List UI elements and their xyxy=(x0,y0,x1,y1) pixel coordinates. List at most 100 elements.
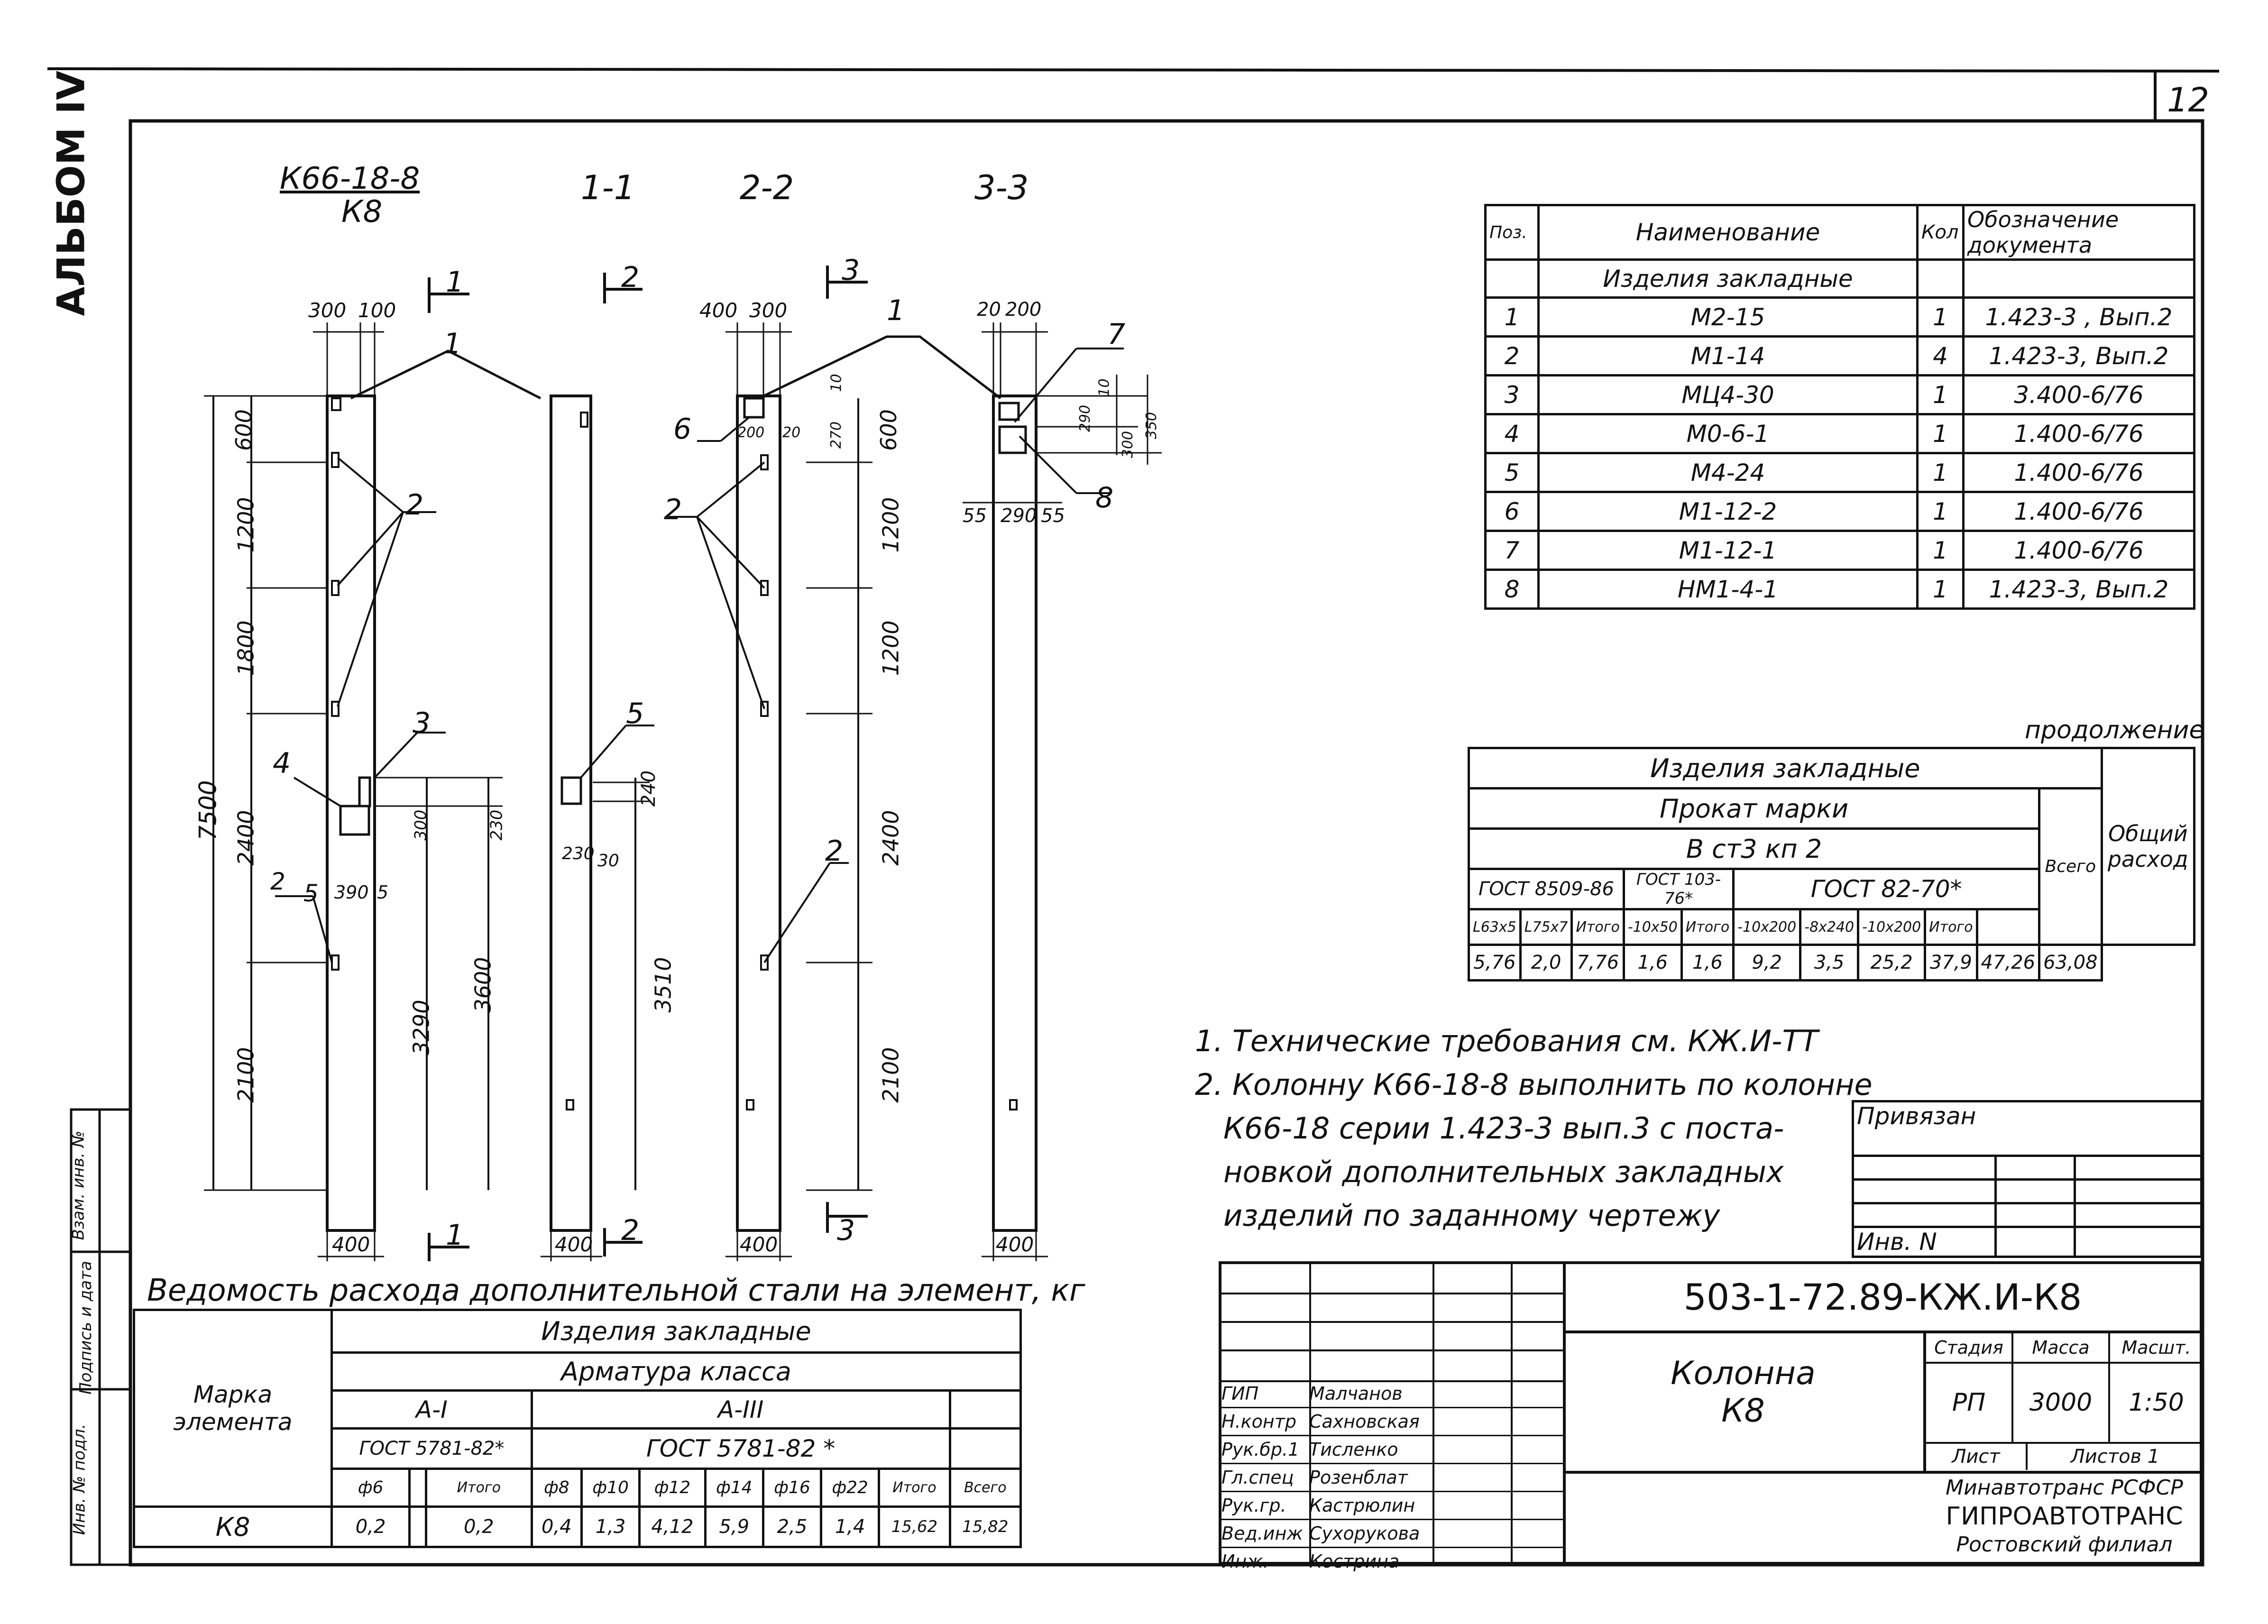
dim-22-seg5: 2100 xyxy=(878,1047,904,1103)
spec-row-doc: 1.400-6/76 xyxy=(1962,530,2195,571)
dim-front-h2: 3290 xyxy=(408,1000,434,1055)
dim-front-seg5: 2100 xyxy=(233,1047,259,1103)
role: Вед.инж xyxy=(1221,1523,1303,1544)
spec-row-name: М2-15 xyxy=(1537,296,1919,338)
rolled-col: -10x200 xyxy=(1857,908,1927,946)
role: ГИП xyxy=(1221,1383,1259,1404)
steel-col: ф16 xyxy=(762,1468,823,1508)
tied-box: Привязан Инв. N xyxy=(1852,1100,2203,1258)
steel-col: Всего xyxy=(948,1468,1022,1508)
steel-group: Изделия закладные xyxy=(331,1309,1022,1354)
rolled-value: 1,6 xyxy=(1680,944,1735,982)
dim-33-mid: 290 xyxy=(1001,505,1037,527)
spec-row-doc: 1.423-3, Вып.2 xyxy=(1962,335,2195,376)
spec-row-pos: 3 xyxy=(1484,374,1540,415)
note-line: 1. Технические требования см. КЖ.И-ТТ xyxy=(1195,1024,1818,1058)
spec-row-qty: 1 xyxy=(1916,296,1965,338)
spec-row-doc: 1.400-6/76 xyxy=(1962,452,2195,493)
steel-col: ф10 xyxy=(580,1468,641,1508)
dim-33-d3: 300 xyxy=(1120,431,1137,459)
dim-front-seg2: 1200 xyxy=(233,497,259,553)
dim-33-left: 55 xyxy=(963,505,987,527)
spec-row-qty: 1 xyxy=(1916,413,1965,454)
spec-row-name: МЦ4-30 xyxy=(1537,374,1919,415)
spec-row-qty: 1 xyxy=(1916,452,1965,493)
spec-row-doc: 3.400-6/76 xyxy=(1962,374,2195,415)
note-line: 2. Колонну К66-18-8 выполнить по колонне xyxy=(1195,1067,1873,1102)
dim-front-h1: 3600 xyxy=(470,957,496,1013)
steel-sub: Арматура класса xyxy=(331,1351,1022,1392)
dim-22-d4: 10 xyxy=(828,374,845,392)
scale-value: 1:50 xyxy=(2129,1388,2184,1417)
column-section-3-3 xyxy=(963,322,1162,1261)
dim-22-seg2: 1200 xyxy=(878,497,904,553)
stage-header: Стадия xyxy=(1926,1333,2013,1362)
rolled-value: 25,2 xyxy=(1857,944,1927,982)
spec-header-qty: Кол xyxy=(1916,204,1965,261)
steel-value: 1,3 xyxy=(580,1505,641,1548)
role: Инж. xyxy=(1221,1551,1269,1572)
section-label-2-2: 2-2 xyxy=(740,168,794,207)
continue-label: продолжение xyxy=(2025,716,2204,744)
tied-inv: Инв. N xyxy=(1852,1226,1997,1258)
dim-33-right: 55 xyxy=(1041,505,1065,527)
person: Кострина xyxy=(1309,1551,1400,1572)
rolled-general-label: Общий расход xyxy=(2100,747,2196,946)
rolled-value: 9,2 xyxy=(1732,944,1802,982)
steel-value xyxy=(408,1505,427,1548)
column-section-2-2 xyxy=(669,266,1001,1261)
section-label-1-1: 1-1 xyxy=(581,168,635,207)
dim-11-gap: 30 xyxy=(597,851,619,871)
steel-value: 0,2 xyxy=(330,1505,411,1548)
dim-11-plate-w: 230 xyxy=(562,844,595,863)
dim-22-top-a: 400 xyxy=(699,299,738,322)
rolled-sub: Прокат марки xyxy=(1467,787,2041,830)
element-name-mark: К8 xyxy=(1721,1392,1765,1430)
steel-class-3: А-III xyxy=(530,1389,951,1430)
spec-row-pos: 4 xyxy=(1484,413,1540,454)
spec-row-pos: 6 xyxy=(1484,491,1540,532)
notes: 1. Технические требования см. КЖ.И-ТТ 2.… xyxy=(1195,1019,1873,1238)
spec-row-doc: 1.400-6/76 xyxy=(1962,413,2195,454)
steel-col: ф12 xyxy=(638,1468,707,1508)
rolled-gost-1: ГОСТ 8509-86 xyxy=(1468,868,1625,910)
side-stamp-replace: Взам. инв. № xyxy=(69,1130,88,1240)
drawing-code: 503-1-72.89-КЖ.И-К8 xyxy=(1563,1264,2203,1333)
dim-33-d2: 10 xyxy=(1096,378,1113,397)
steel-col: ф22 xyxy=(820,1468,881,1508)
callout-2-front-lower: 2 xyxy=(270,868,285,895)
dim-front-plate-h2: 300 xyxy=(411,809,431,841)
steel-mark-header: Марка элемента xyxy=(133,1309,333,1508)
steel-value: 0,4 xyxy=(530,1505,583,1548)
spec-row-name: М1-12-1 xyxy=(1537,530,1919,571)
spec-row-name: М0-6-1 xyxy=(1537,413,1919,454)
steel-value: 2,5 xyxy=(762,1505,823,1548)
spec-header-doc: Обозначение документа xyxy=(1962,204,2195,261)
rolled-col: -10x200 xyxy=(1732,908,1802,946)
org-branch: Ростовский филиал xyxy=(1956,1532,2173,1557)
rolled-total-label: Всего xyxy=(2038,787,2103,946)
steel-value: 5,9 xyxy=(704,1505,764,1548)
spec-header-name: Наименование xyxy=(1537,204,1919,261)
person: Малчанов xyxy=(1309,1383,1403,1404)
rolled-col: -10x50 xyxy=(1622,908,1683,946)
person: Тисленко xyxy=(1309,1439,1398,1460)
column-section-1-1 xyxy=(541,273,654,1261)
steel-value: 15,62 xyxy=(878,1505,951,1548)
steel-table: Марка элемента Изделия закладные Арматур… xyxy=(133,1309,1022,1548)
callout-8-section-3: 8 xyxy=(1095,481,1114,514)
dim-22-seg1: 600 xyxy=(875,409,901,451)
callout-3-front: 3 xyxy=(413,706,431,740)
mass-value: 3000 xyxy=(2013,1364,2110,1442)
callout-2-front: 2 xyxy=(405,488,424,522)
spec-row-pos: 7 xyxy=(1484,530,1540,571)
spec-row-pos: 2 xyxy=(1484,335,1540,376)
rolled-col: -8x240 xyxy=(1799,908,1860,946)
spec-row-qty: 1 xyxy=(1916,491,1965,532)
steel-col xyxy=(408,1468,427,1508)
cut-mark-1-top: 1 xyxy=(446,266,464,299)
spec-table: Поз. Наименование Кол Обозначение докуме… xyxy=(1484,204,2195,610)
steel-col: ф8 xyxy=(530,1468,583,1508)
